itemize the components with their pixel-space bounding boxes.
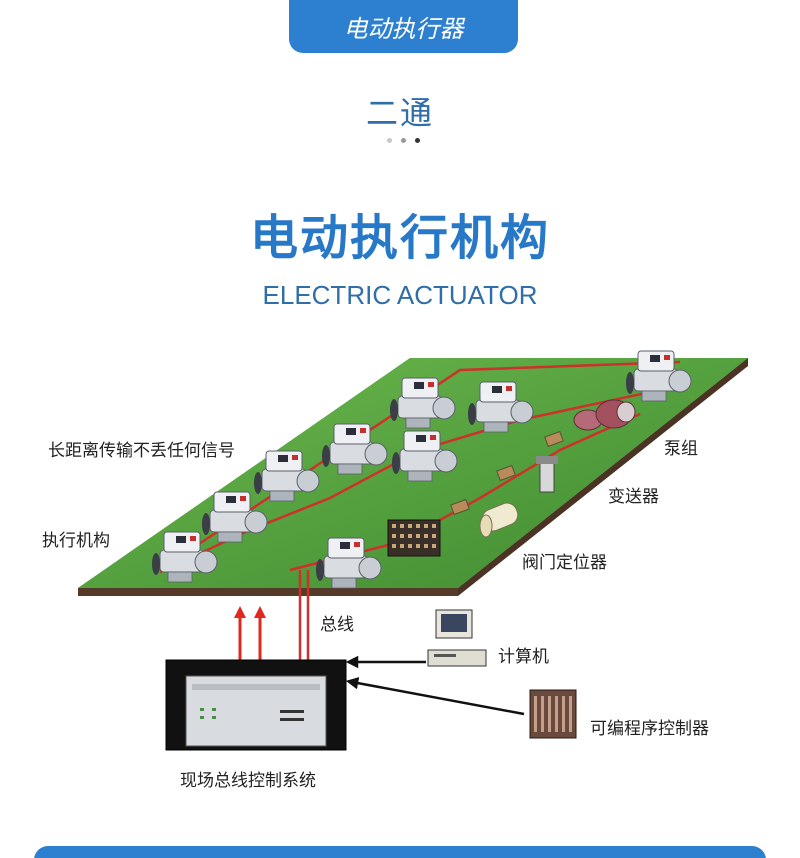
bottom-bar — [34, 846, 766, 858]
diagram-svg — [78, 350, 748, 751]
plc-arrow — [345, 676, 525, 716]
plc-label: 可编程序控制器 — [590, 719, 709, 739]
fieldbus-system-label: 现场总线控制系统 — [180, 771, 316, 791]
junction-box — [450, 498, 470, 516]
carousel-dots — [385, 138, 425, 144]
junction-box — [544, 430, 564, 448]
pump-icon — [573, 399, 636, 431]
main-title: 电动执行机构 — [249, 210, 550, 266]
header-pill: 电动执行器 — [289, 0, 518, 53]
bus-label: 总线 — [320, 615, 354, 635]
transmitter-icon — [536, 456, 558, 493]
fieldbus-controller-icon — [165, 659, 347, 751]
pump-label: 泵组 — [664, 439, 698, 459]
pipe-icon — [479, 502, 519, 538]
fieldbus-diagram: 长距离传输不丢任何信号 执行机构 泵组 变送器 阀门定位器 总线 计算机 可编程… — [0, 330, 800, 830]
carousel-dot[interactable] — [387, 138, 392, 143]
carousel-dot-active[interactable] — [415, 138, 420, 143]
valve-positioner-label: 阀门定位器 — [522, 553, 607, 573]
computer-icon — [427, 609, 487, 667]
actuator-label: 执行机构 — [42, 531, 110, 551]
junction-box — [496, 464, 516, 482]
valve-positioner-icon — [387, 519, 441, 557]
transmitter-label: 变送器 — [608, 487, 659, 507]
board-front-edge — [78, 588, 458, 596]
plc-icon — [529, 689, 577, 739]
computer-label: 计算机 — [498, 647, 549, 667]
section-title: 二通 — [365, 94, 434, 132]
english-title: ELECTRIC ACTUATOR — [262, 280, 538, 310]
long-distance-label: 长距离传输不丢任何信号 — [48, 441, 235, 461]
carousel-dot[interactable] — [401, 138, 406, 143]
board-side-edge — [458, 358, 748, 596]
